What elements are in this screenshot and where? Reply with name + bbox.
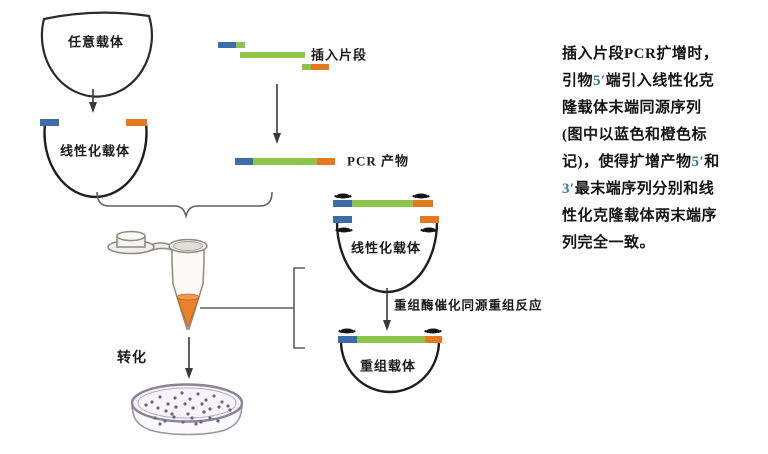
five-prime-mark: 5′ xyxy=(691,154,705,170)
linearized-vector-left-arc xyxy=(43,123,148,199)
description-line: 插入片段PCR扩增时， xyxy=(562,46,719,62)
three-prime-mark: 3′ xyxy=(562,181,575,197)
junction-marker-icon xyxy=(337,227,351,233)
pcr-product-label: PCR 产物 xyxy=(347,153,409,169)
arrow-down-4 xyxy=(383,288,391,331)
recombinant-vector-arc xyxy=(339,340,441,394)
microcentrifuge-tube xyxy=(107,230,208,330)
any-vector-shape xyxy=(40,11,154,98)
recombinant-vector-bar xyxy=(338,336,442,343)
arrow-down-2 xyxy=(273,84,281,144)
curly-brace xyxy=(96,191,273,219)
right-vector-orange-end xyxy=(420,216,439,223)
junction-marker-icon xyxy=(340,328,354,334)
recombination-reaction-label: 重组酶催化同源重组反应 xyxy=(394,298,543,313)
pcr-product-aligned-bar xyxy=(333,200,433,207)
linearized-vector-left-label: 线性化载体 xyxy=(59,143,131,159)
linearized-vector-right-label: 线性化载体 xyxy=(350,240,422,256)
insert-fragment-label: 插入片段 xyxy=(311,47,368,63)
left-vector-orange-end xyxy=(126,119,147,126)
insert-strand-middle xyxy=(240,52,305,58)
any-vector-label: 任意载体 xyxy=(67,34,125,50)
petri-dish xyxy=(130,383,244,436)
description-line: 记)，使得扩增产物5′和 xyxy=(562,154,720,170)
left-vector-blue-end xyxy=(40,119,59,126)
insert-strand-top xyxy=(218,42,245,48)
description-line: (图中以蓝色和橙色标 xyxy=(562,127,707,143)
pcr-product-bar xyxy=(235,158,335,165)
colonies xyxy=(144,391,232,426)
description-line: 列完全一致。 xyxy=(562,235,656,251)
description-line: 引物5′端引入线性化克 xyxy=(562,73,715,89)
right-vector-blue-end xyxy=(333,216,352,223)
insert-strand-bottom xyxy=(302,64,329,70)
transformation-label: 转化 xyxy=(117,351,147,366)
description-text: 插入片段PCR扩增时， 引物5′端引入线性化克 隆载体末端同源序列 (图中以蓝色… xyxy=(562,41,764,257)
five-prime-mark: 5′ xyxy=(593,73,606,89)
description-line: 3′最末端序列分别和线 xyxy=(562,181,715,197)
description-line: 隆载体末端同源序列 xyxy=(562,100,702,116)
arrow-down-3 xyxy=(185,337,193,379)
linearized-vector-right-arc xyxy=(335,221,439,294)
arrow-down-1 xyxy=(89,89,97,113)
description-line: 性化克隆载体两末端序 xyxy=(562,208,718,224)
junction-marker-icon xyxy=(336,193,350,199)
junction-marker-icon xyxy=(426,328,440,334)
recombinant-vector-label: 重组载体 xyxy=(359,358,417,374)
detail-bracket xyxy=(200,267,305,349)
junction-marker-icon xyxy=(414,193,428,199)
junction-marker-icon xyxy=(422,227,436,233)
